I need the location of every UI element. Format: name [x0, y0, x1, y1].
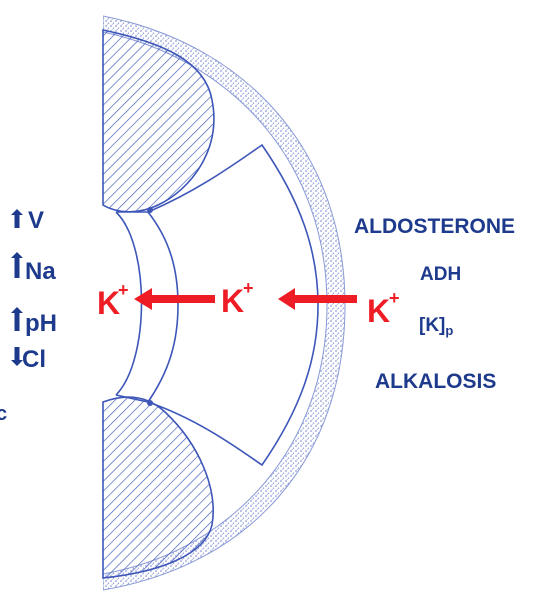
- up-arrow-icon: [11, 252, 23, 278]
- k-ion-charge: +: [118, 280, 129, 300]
- potassium-flux: K + K + K +: [97, 278, 400, 329]
- k-ion-charge: +: [243, 278, 254, 298]
- k-ion-charge: +: [389, 288, 400, 308]
- k-ion-symbol: K: [221, 283, 244, 319]
- k-ion-symbol: K: [367, 293, 390, 329]
- factor-label: Na: [25, 258, 56, 285]
- factor-v: V: [11, 207, 44, 234]
- alkalosis-label: ALKALOSIS: [375, 370, 496, 393]
- lower-cell-hatched: [102, 396, 214, 579]
- plasma-k-label: [K]p: [419, 315, 453, 338]
- k-ion-blood: K +: [367, 288, 400, 329]
- factor-label: V: [28, 207, 44, 234]
- right-factor-list: ALDOSTERONE ADH [K]p ALKALOSIS: [354, 215, 515, 393]
- factor-ph: pH: [11, 307, 57, 337]
- arrow-blood-to-cell: [278, 288, 357, 310]
- tubule-wall: [103, 15, 346, 591]
- factor-label: pH: [25, 310, 57, 337]
- factor-cl: Cl: [11, 346, 46, 373]
- arrow-cell-to-lumen: [134, 288, 215, 310]
- lower-junction: [115, 394, 149, 403]
- principal-cell: [146, 143, 319, 467]
- factor-label: Cl: [22, 346, 46, 373]
- up-arrow-icon: [11, 209, 23, 228]
- upper-tight-junction: [147, 207, 153, 213]
- lower-tight-junction: [147, 400, 153, 406]
- aldosterone-label: ALDOSTERONE: [354, 215, 515, 238]
- edge-fragment: c: [0, 403, 7, 425]
- down-arrow-icon: [11, 347, 23, 366]
- factor-na: Na: [11, 252, 56, 285]
- up-arrow-icon: [11, 307, 23, 331]
- cell-junctions: [115, 211, 149, 403]
- adh-label: ADH: [420, 264, 461, 285]
- k-ion-lumen: K +: [97, 280, 129, 321]
- k-ion-symbol: K: [97, 285, 120, 321]
- basement-membrane: [103, 15, 346, 591]
- k-ion-cell: K +: [221, 278, 254, 319]
- left-factor-list: V Na pH Cl c: [0, 207, 57, 425]
